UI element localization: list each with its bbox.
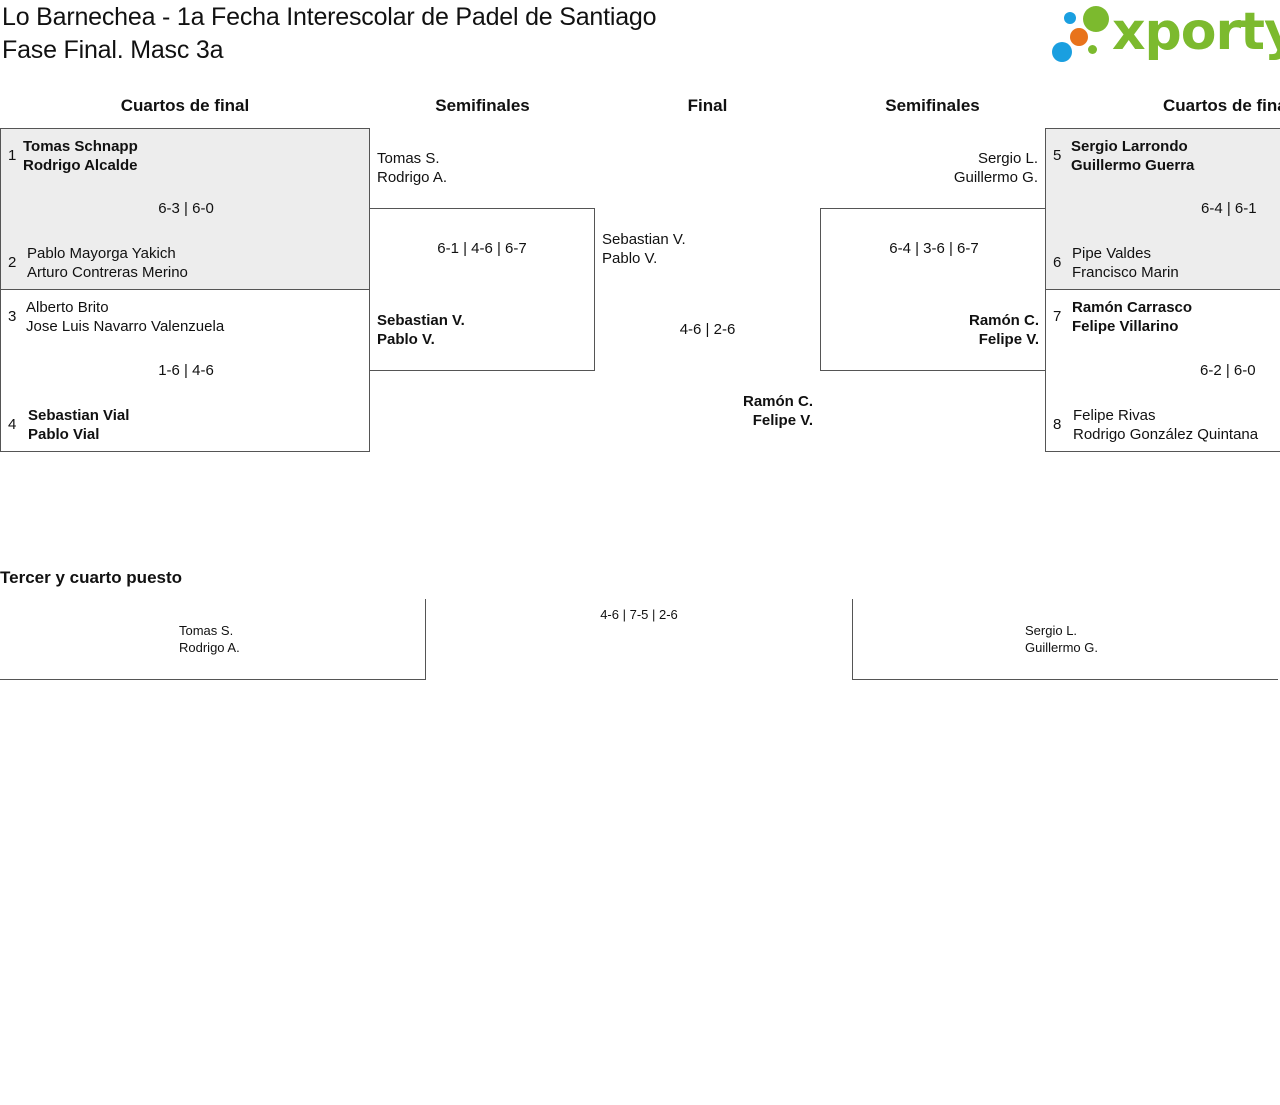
player-name: Tomas S. [179, 623, 234, 638]
player-name: Felipe V. [978, 331, 1039, 348]
match-score: 6-4 | 6-1 [1201, 200, 1257, 217]
player-name: Pablo Mayorga Yakich [27, 245, 176, 262]
round-header-sf-right: Semifinales [885, 96, 980, 115]
player-name: Jose Luis Navarro Valenzuela [26, 318, 225, 335]
player-name: Pipe Valdes [1072, 245, 1151, 262]
quarterfinal-match-3[interactable]: 5 Sergio Larrondo Guillermo Guerra 6-4 |… [1045, 128, 1280, 290]
semifinal-match-1[interactable]: 6-1 | 4-6 | 6-7 Sebastian V. Pablo V. [369, 208, 595, 371]
seed-number: 7 [1053, 308, 1062, 325]
seed-number: 5 [1053, 147, 1062, 164]
player-name: Alberto Brito [26, 299, 109, 316]
match-score: 6-4 | 3-6 | 6-7 [889, 240, 979, 257]
player-name: Pablo V. [377, 331, 435, 348]
quarterfinal-match-2[interactable]: 3 Alberto Brito Jose Luis Navarro Valenz… [0, 289, 370, 452]
player-name: Rodrigo González Quintana [1073, 426, 1259, 443]
player-name: Sebastian Vial [28, 407, 130, 424]
xporty-logo[interactable]: xporty [1050, 2, 1280, 66]
seed-number: 4 [8, 416, 17, 433]
round-header-final: Final [687, 96, 728, 115]
seed-number: 1 [8, 147, 17, 164]
quarterfinal-match-1[interactable]: 1 Tomas Schnapp Rodrigo Alcalde 6-3 | 6-… [0, 128, 370, 290]
player-name: Arturo Contreras Merino [27, 264, 188, 281]
logo-dot-blue-top [1064, 12, 1076, 24]
player-name: Sebastian V. [377, 312, 465, 329]
player-name: Rodrigo Alcalde [23, 157, 138, 174]
final-team-a: Sebastian V. Pablo V. [602, 230, 686, 268]
player-name: Felipe Rivas [1073, 407, 1156, 424]
seed-number: 3 [8, 308, 17, 325]
player-name: Felipe V. [752, 412, 813, 429]
player-name: Felipe Villarino [1072, 318, 1179, 335]
third-place-team-b: Sergio L. Guillermo G. [1025, 622, 1098, 656]
player-name: Guillermo G. [1025, 640, 1098, 655]
semifinal-2-team-a: Sergio L. Guillermo G. [830, 149, 1038, 187]
seed-number: 8 [1053, 416, 1062, 433]
semifinal-2-team-b: Ramón C. Felipe V. [821, 311, 1039, 349]
third-place-team-a: Tomas S. Rodrigo A. [179, 622, 240, 656]
third-place-score: 4-6 | 7-5 | 2-6 [600, 607, 678, 622]
match-score: 6-1 | 4-6 | 6-7 [437, 240, 527, 257]
team-a-names: Sergio Larrondo Guillermo Guerra [1071, 137, 1194, 175]
quarterfinal-match-4[interactable]: 7 Ramón Carrasco Felipe Villarino 6-2 | … [1045, 289, 1280, 452]
semifinal-1-team-a: Tomas S. Rodrigo A. [377, 149, 447, 187]
round-header-qf-right: Cuartos de final [1163, 96, 1280, 115]
round-header-sf-left: Semifinales [435, 96, 530, 115]
seed-number: 6 [1053, 254, 1062, 271]
player-name: Ramón C. [742, 393, 813, 410]
match-score: 1-6 | 4-6 [158, 362, 214, 379]
round-header-qf-left: Cuartos de final [120, 96, 250, 115]
player-name: Francisco Marin [1072, 264, 1179, 281]
semifinal-match-2[interactable]: 6-4 | 3-6 | 6-7 Ramón C. Felipe V. [820, 208, 1046, 371]
team-b-names: Pipe Valdes Francisco Marin [1072, 244, 1179, 282]
page-subtitle: Fase Final. Masc 3a [2, 36, 224, 64]
player-name: Sebastian V. [602, 231, 686, 248]
final-score: 4-6 | 2-6 [679, 321, 736, 338]
team-a-names: Ramón Carrasco Felipe Villarino [1072, 298, 1192, 336]
player-name: Sergio L. [977, 150, 1038, 167]
final-team-b: Ramón C. Felipe V. [640, 392, 813, 430]
logo-dot-blue-bottom [1052, 42, 1072, 62]
player-name: Guillermo G. [953, 169, 1038, 186]
third-place-divider-left [425, 599, 426, 680]
match-score: 6-2 | 6-0 [1200, 362, 1256, 379]
team-a-names: Alberto Brito Jose Luis Navarro Valenzue… [26, 298, 224, 336]
logo-dot-green-small [1088, 45, 1097, 54]
logo-dot-green [1083, 6, 1109, 32]
team-b-names: Sebastian Vial Pablo Vial [28, 406, 129, 444]
team-b-names: Felipe Rivas Rodrigo González Quintana [1073, 406, 1258, 444]
player-name: Pablo V. [602, 250, 658, 267]
third-place-divider-right [852, 599, 853, 680]
semifinal-1-team-b: Sebastian V. Pablo V. [377, 311, 465, 349]
player-name: Ramón C. [968, 312, 1039, 329]
player-name: Ramón Carrasco [1072, 299, 1193, 316]
logo-text: xporty [1112, 2, 1280, 62]
seed-number: 2 [8, 254, 17, 271]
logo-dot-orange [1070, 28, 1088, 46]
team-a-names: Tomas Schnapp Rodrigo Alcalde [23, 137, 138, 175]
third-place-title: Tercer y cuarto puesto [0, 568, 183, 587]
player-name: Rodrigo A. [179, 640, 240, 655]
player-name: Tomas Schnapp [23, 138, 138, 155]
third-place-baseline-right [852, 679, 1278, 680]
team-b-names: Pablo Mayorga Yakich Arturo Contreras Me… [27, 244, 188, 282]
player-name: Rodrigo A. [377, 169, 448, 186]
player-name: Sergio L. [1025, 623, 1078, 638]
player-name: Pablo Vial [28, 426, 100, 443]
third-place-baseline-left [0, 679, 426, 680]
page-title: Lo Barnechea - 1a Fecha Interescolar de … [2, 3, 657, 31]
player-name: Sergio Larrondo [1071, 138, 1188, 155]
match-score: 6-3 | 6-0 [158, 200, 214, 217]
player-name: Tomas S. [377, 150, 440, 167]
player-name: Guillermo Guerra [1071, 157, 1195, 174]
